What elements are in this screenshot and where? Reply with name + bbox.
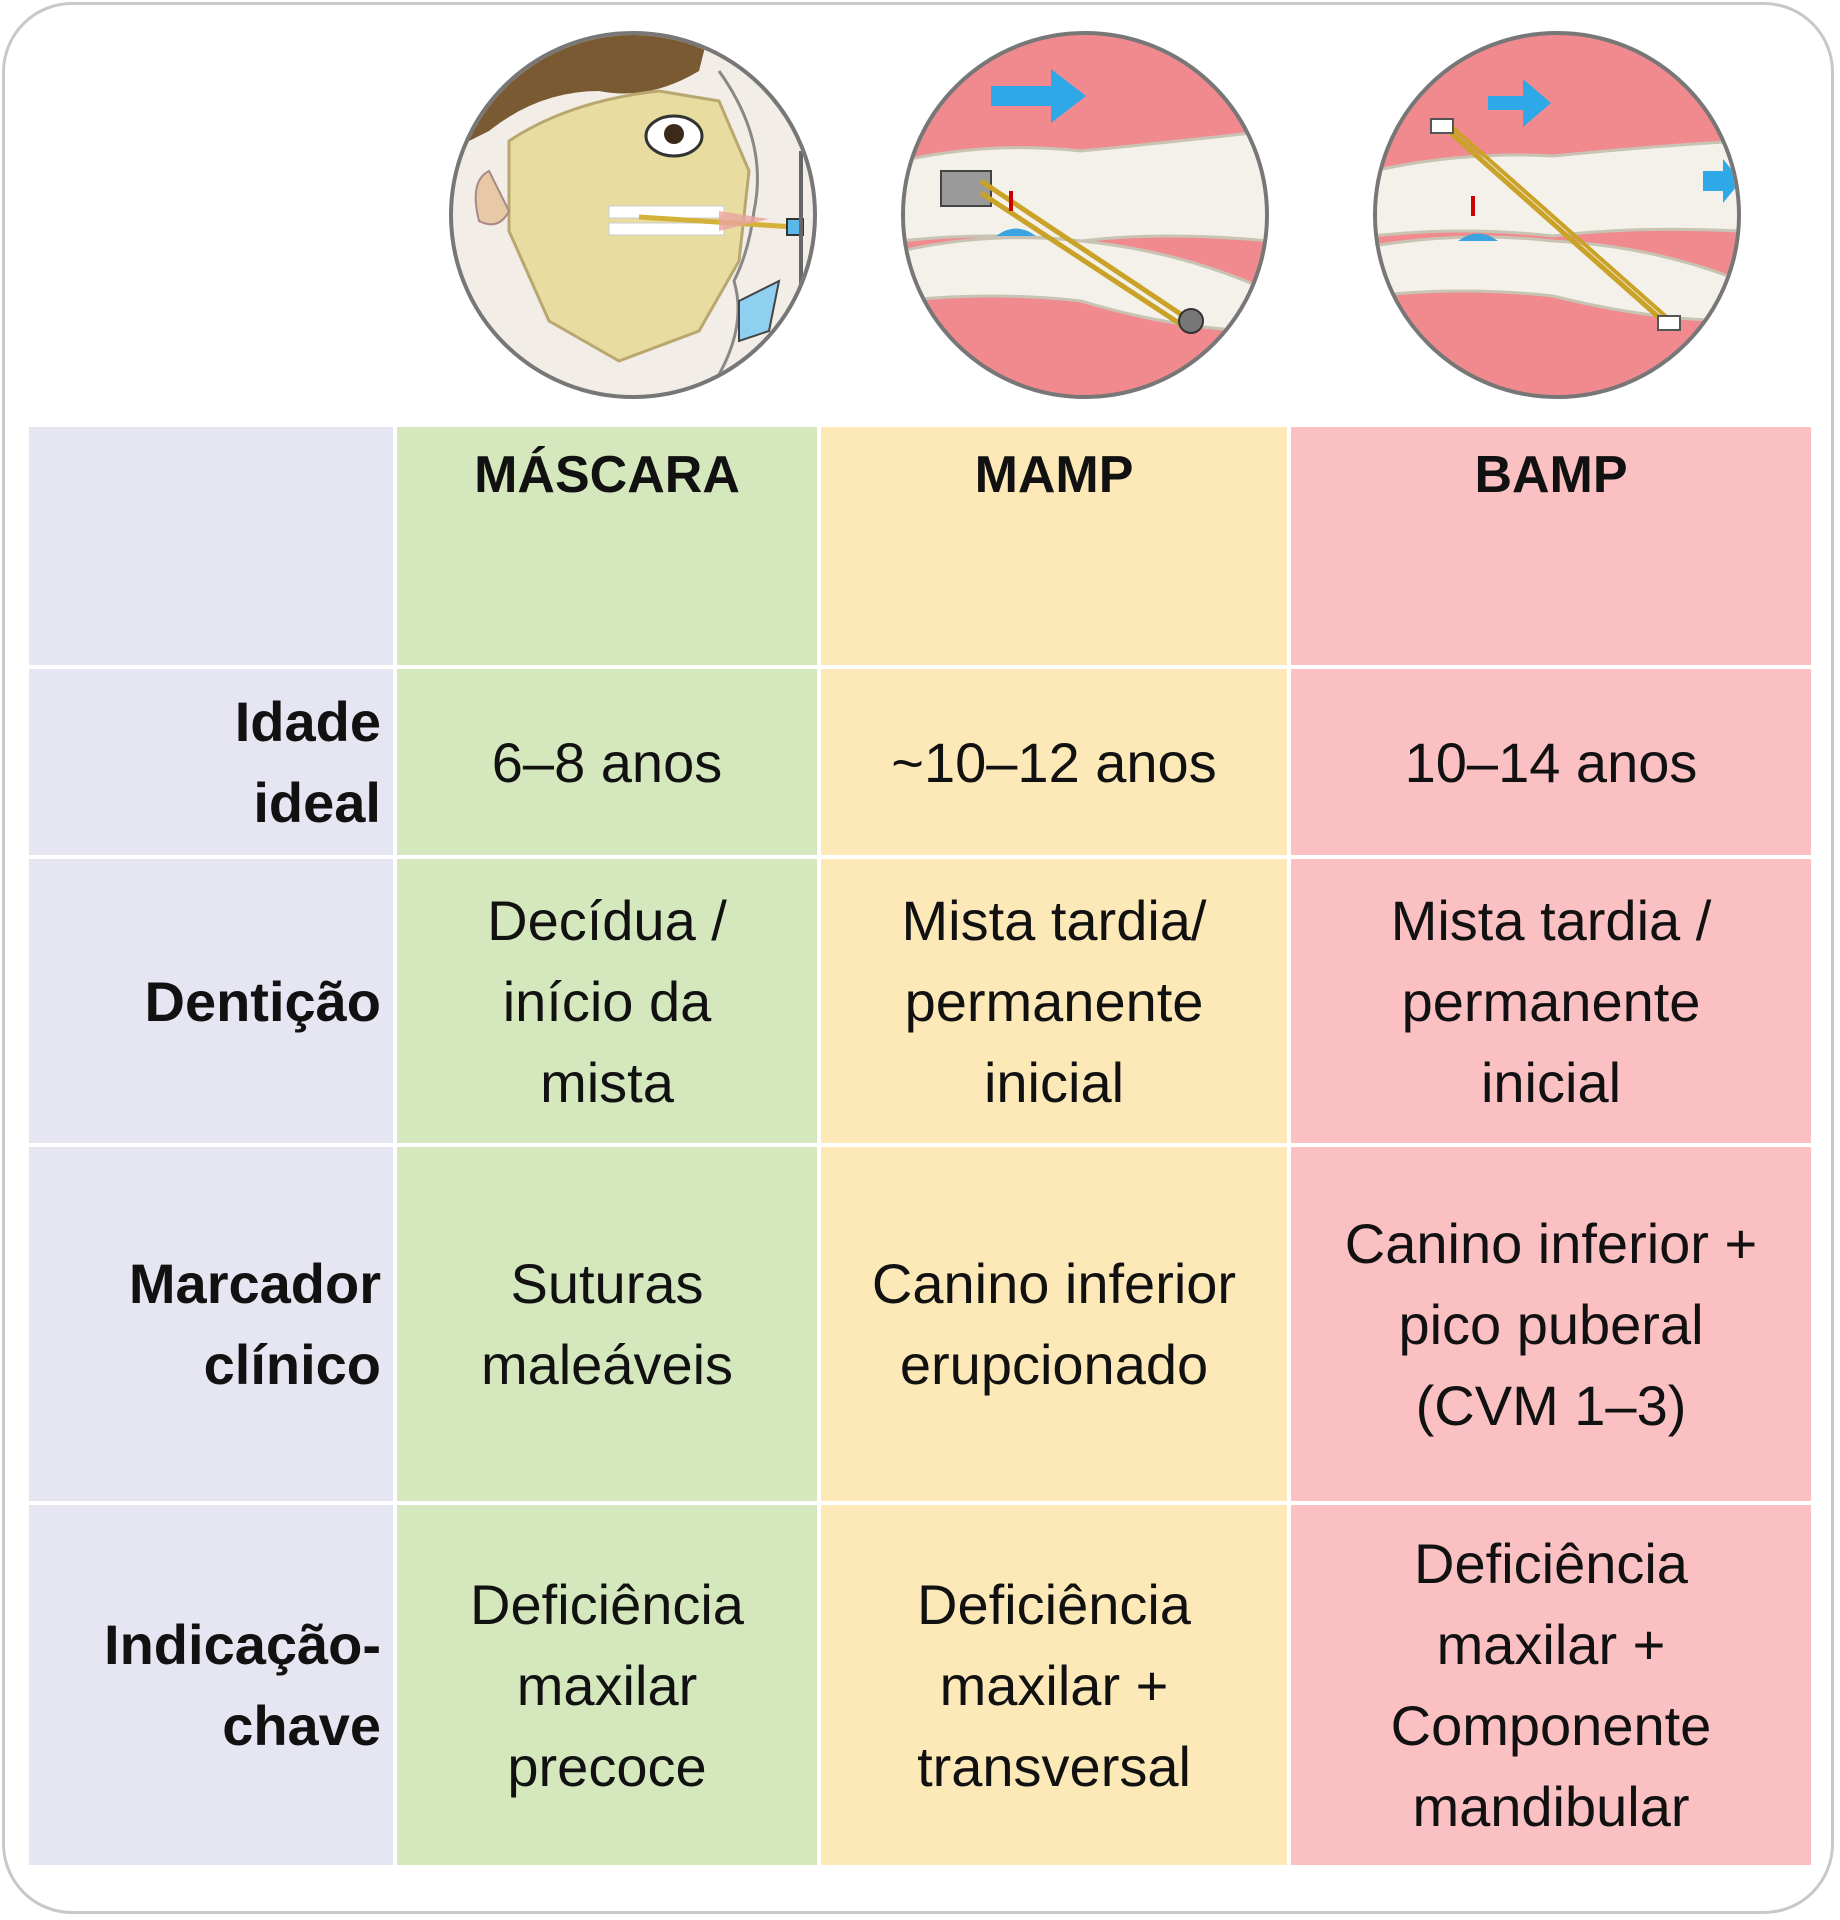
table-row: Idade ideal 6–8 anos ~10–12 anos 10–14 a… [25, 665, 1815, 859]
corner-cell [25, 423, 397, 669]
header-row: MÁSCARA MAMP BAMP [25, 423, 1815, 669]
row-label-marcador: Marcador clínico [128, 1252, 381, 1396]
row-label-indicacao: Indicação- chave [104, 1613, 381, 1757]
bamp-teeth-elastics-illustration [1373, 31, 1741, 399]
cell-value: Canino inferior + pico puberal (CVM 1–3) [1344, 1211, 1758, 1437]
cell-value: Suturas maleáveis [480, 1252, 734, 1396]
cell-value: Mista tardia/ permanente inicial [901, 888, 1207, 1114]
row-label-denticao: Dentição [144, 969, 382, 1033]
cell-value: Decídua / início da mista [487, 888, 727, 1114]
column-header-bamp: BAMP [1287, 423, 1815, 669]
row-label-idade: Idade ideal [234, 690, 381, 834]
cell-value: Deficiência maxilar + Componente mandibu… [1390, 1532, 1712, 1838]
cell-value: Mista tardia / permanente inicial [1390, 888, 1712, 1114]
comparison-table: MÁSCARA MAMP BAMP Idade ideal 6–8 anos ~… [25, 423, 1815, 1869]
column-header-mascara: MÁSCARA [393, 423, 821, 669]
column-header-mamp: MAMP [817, 423, 1291, 669]
table-row: Dentição Decídua / início da mista Mista… [25, 855, 1815, 1147]
table-row: Marcador clínico Suturas maleáveis Canin… [25, 1143, 1815, 1505]
cell-value: ~10–12 anos [891, 730, 1217, 794]
cell-value: Deficiência maxilar + transversal [917, 1572, 1191, 1798]
cell-value: 6–8 anos [491, 730, 723, 794]
cell-value: Canino inferior erupcionado [871, 1252, 1237, 1396]
cell-value: Deficiência maxilar precoce [470, 1572, 744, 1798]
facemask-skull-illustration [449, 31, 817, 399]
table-row: Indicação- chave Deficiência maxilar pre… [25, 1501, 1815, 1869]
cell-value: 10–14 anos [1404, 730, 1698, 794]
mamp-teeth-elastics-illustration [901, 31, 1269, 399]
